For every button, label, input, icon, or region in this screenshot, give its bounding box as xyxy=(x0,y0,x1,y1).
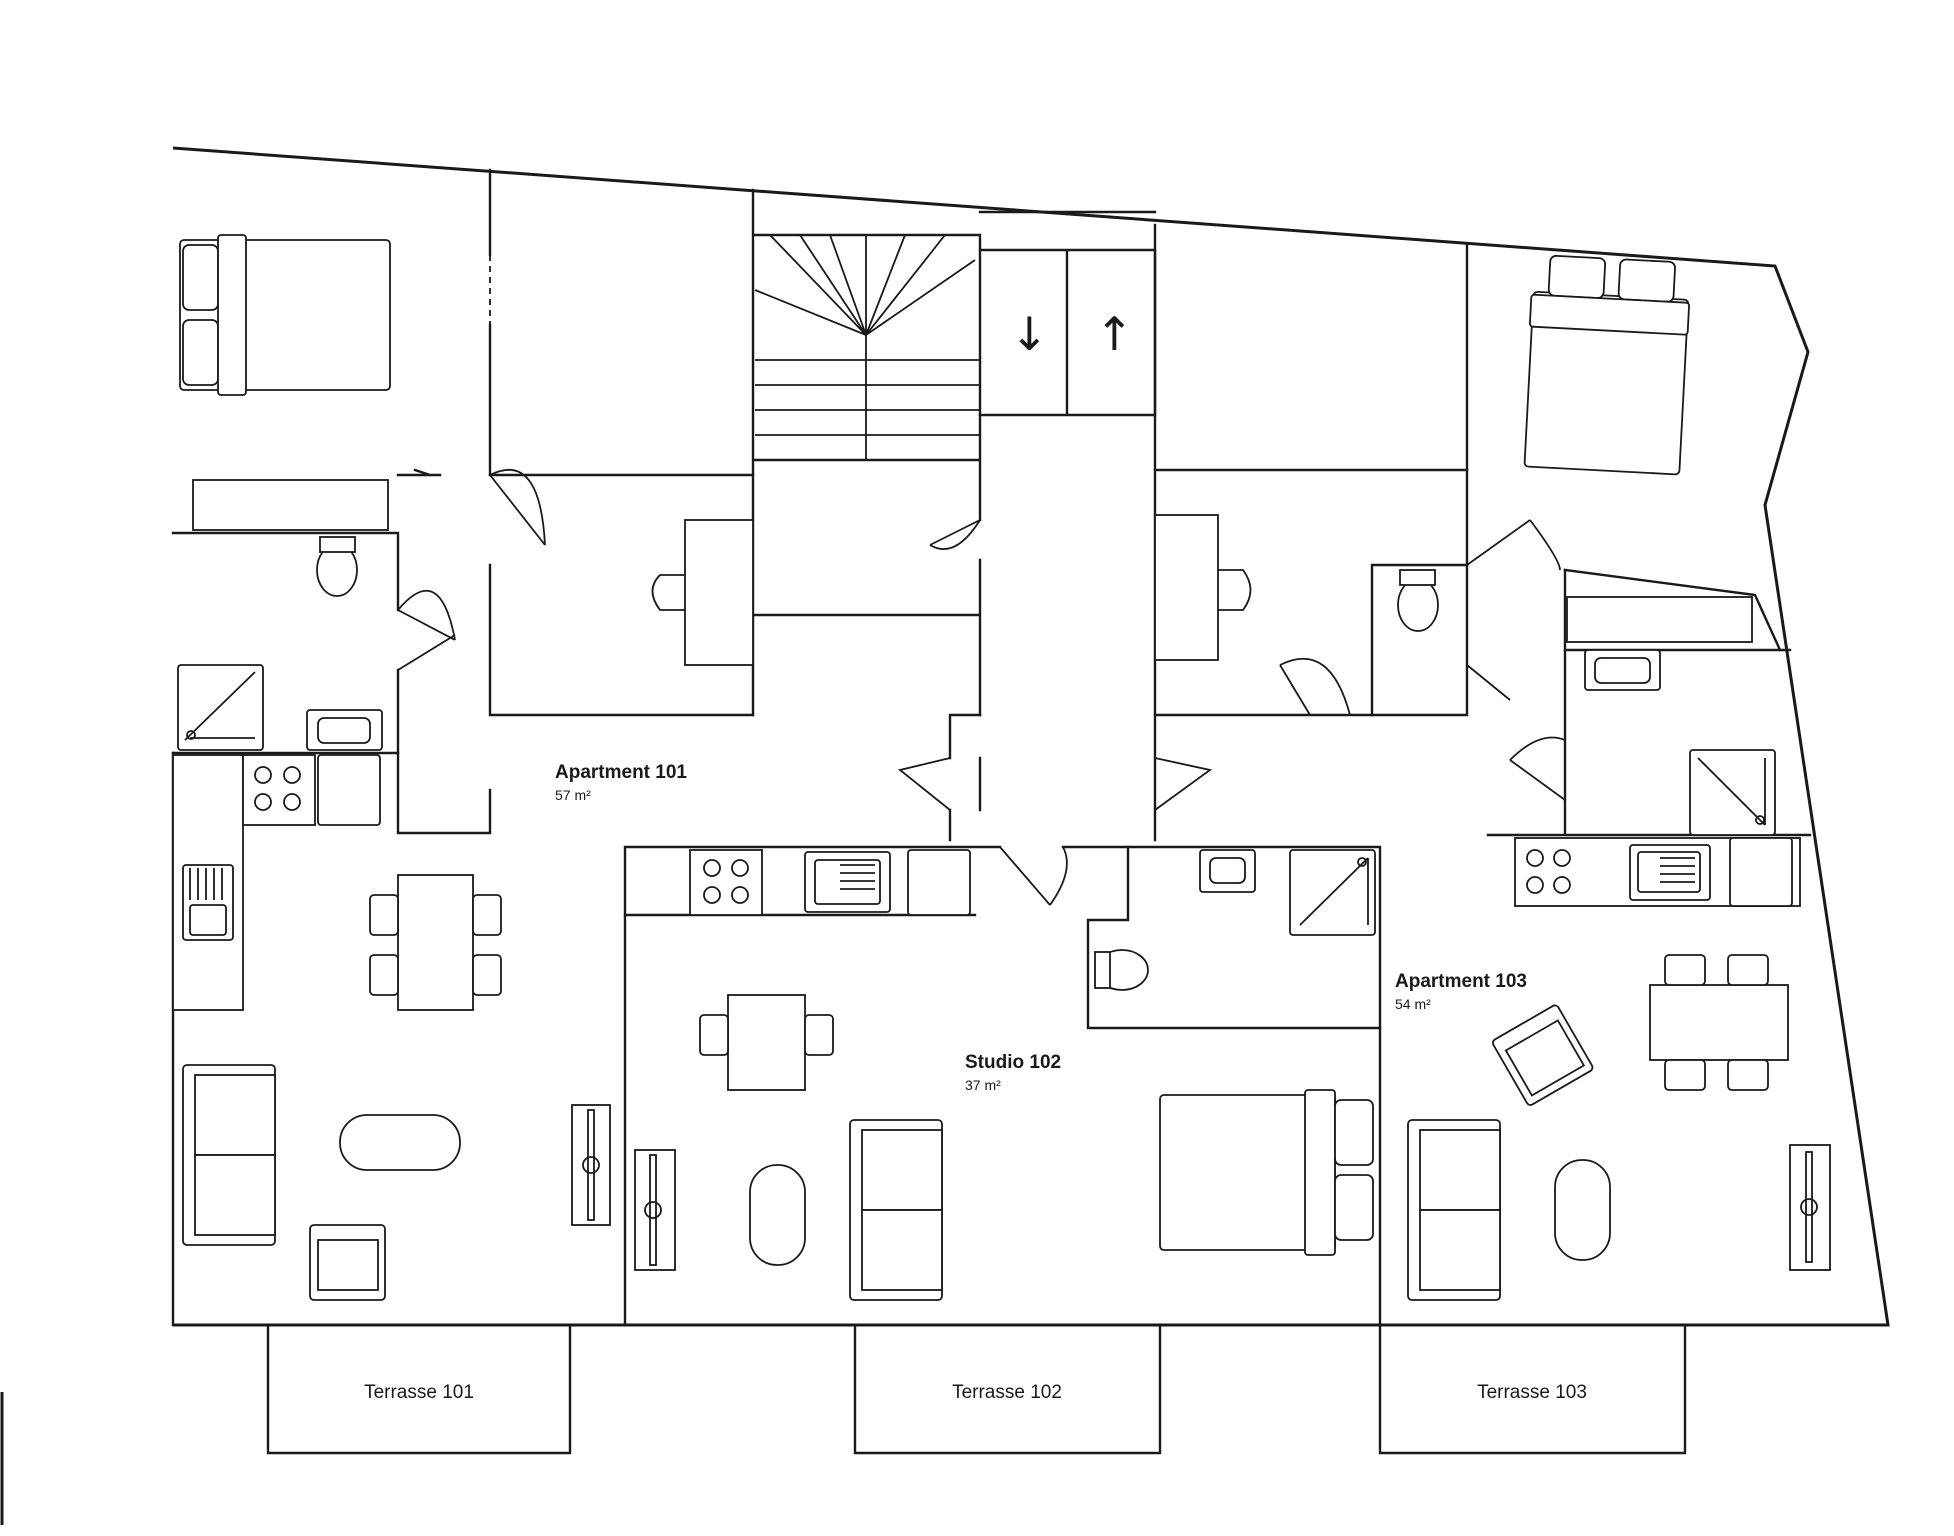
elevator-down-arrow: ↓ xyxy=(1010,307,1049,361)
furniture-hall xyxy=(651,514,1252,666)
elevator-up-arrow: ↑ xyxy=(1095,307,1134,361)
unit-area-103: 54 m² xyxy=(1395,996,1431,1012)
staircase xyxy=(754,234,980,460)
furniture-apartment-101 xyxy=(172,234,611,1301)
terrace-102-outline xyxy=(853,1323,1162,1455)
doors xyxy=(397,469,1566,906)
terrace-101-outline xyxy=(266,1323,572,1455)
terraces xyxy=(266,1323,1687,1455)
unit-labels: Apartment 101 57 m² Studio 102 37 m² Apa… xyxy=(364,762,1587,1403)
furniture-studio-102 xyxy=(634,849,1376,1301)
furniture-apartment-103 xyxy=(1397,254,1831,1301)
terrace-101-label: Terrasse 101 xyxy=(364,1382,474,1403)
unit-area-102: 37 m² xyxy=(965,1077,1001,1093)
terrace-102-label: Terrasse 102 xyxy=(952,1382,1062,1403)
terrace-103-outline xyxy=(1378,1323,1687,1455)
unit-name-102: Studio 102 xyxy=(965,1052,1061,1073)
unit-area-101: 57 m² xyxy=(555,787,591,803)
unit-name-101: Apartment 101 xyxy=(555,762,687,783)
terrace-103-label: Terrasse 103 xyxy=(1477,1382,1587,1403)
elevator: ↓ ↑ xyxy=(1010,307,1134,361)
openings xyxy=(268,245,1685,1326)
unit-name-103: Apartment 103 xyxy=(1395,971,1527,992)
